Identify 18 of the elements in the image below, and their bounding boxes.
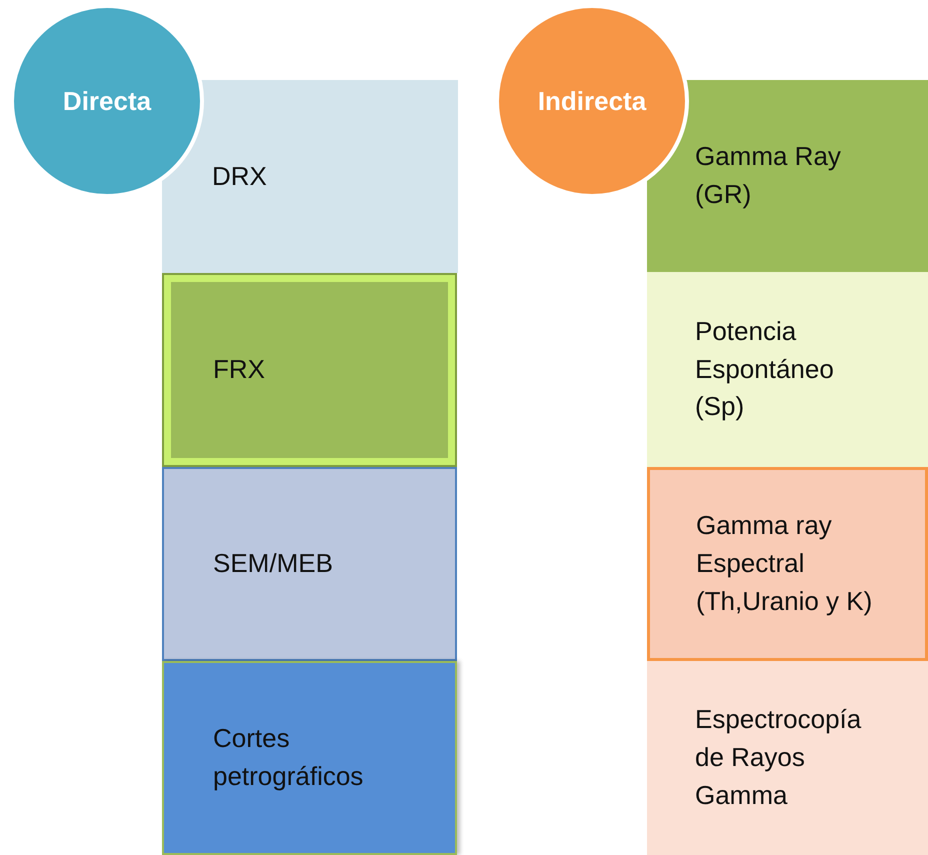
method-box bbox=[162, 661, 457, 855]
category-label: Directa bbox=[62, 86, 152, 116]
method-box bbox=[162, 273, 457, 467]
method-box bbox=[647, 467, 928, 661]
method-label: Cortes petrográficos bbox=[213, 722, 364, 793]
method-box bbox=[647, 80, 928, 272]
method-label: DRX bbox=[212, 160, 267, 193]
method-box bbox=[162, 467, 457, 661]
method-label: Potencia Espontáneo (Sp) bbox=[695, 314, 835, 424]
method-label: SEM/MEB bbox=[213, 547, 333, 580]
method-label: Gamma Ray (GR) bbox=[695, 140, 842, 211]
method-box bbox=[647, 661, 928, 855]
method-box bbox=[162, 80, 458, 273]
method-label: Gamma ray Espectral (Th,Uranio y K) bbox=[696, 509, 874, 618]
category-label: Indirecta bbox=[538, 86, 646, 116]
method-label: Espectrocopía de Rayos Gamma bbox=[695, 703, 862, 812]
method-box bbox=[647, 272, 928, 467]
method-label: FRX bbox=[213, 353, 265, 386]
